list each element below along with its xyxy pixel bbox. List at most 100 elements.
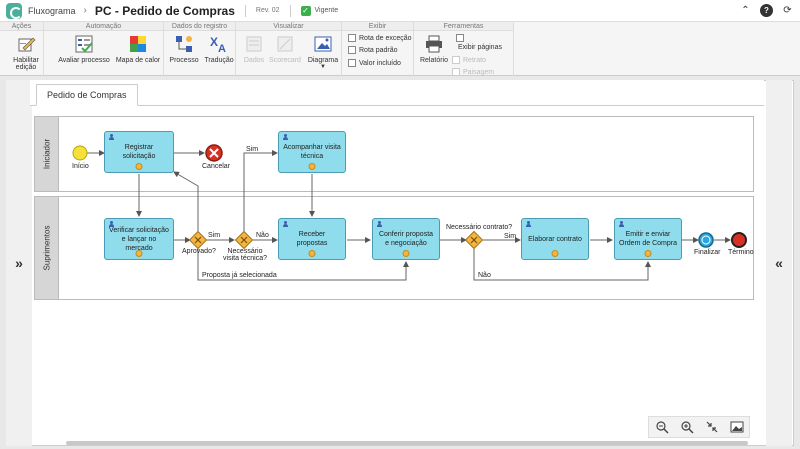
task-receber-propostas[interactable]: Receber propostas bbox=[278, 218, 346, 260]
svg-text:A: A bbox=[218, 43, 226, 54]
top-header: Fluxograma › PC - Pedido de Compras Rev.… bbox=[0, 0, 800, 22]
gateway-contrato-icon[interactable] bbox=[464, 230, 484, 250]
end-event-icon[interactable] bbox=[731, 232, 747, 248]
user-icon bbox=[108, 134, 115, 141]
app-logo-icon[interactable] bbox=[6, 2, 22, 19]
relatorio-label: Relatório bbox=[419, 57, 448, 64]
dados-button[interactable]: Dados bbox=[238, 34, 270, 64]
export-image-icon[interactable] bbox=[730, 420, 744, 434]
collapse-up-icon[interactable]: ⌃ bbox=[741, 5, 750, 16]
group-title: Ações bbox=[0, 22, 43, 31]
task-label: Acompanhar visita técnica bbox=[283, 144, 341, 160]
group-visualizar: Visualizar Dados Scorecard Diagrama ▼ bbox=[236, 22, 342, 76]
page-portrait-icon bbox=[452, 56, 460, 64]
rota-padrao-checkbox[interactable]: Rota padrão bbox=[348, 46, 398, 54]
zoom-out-icon[interactable] bbox=[655, 420, 669, 434]
chevron-right-icon: › bbox=[83, 5, 87, 16]
avaliar-processo-label: Avaliar processo bbox=[58, 57, 110, 64]
tab-pedido-de-compras[interactable]: Pedido de Compras bbox=[36, 84, 138, 106]
diagrama-button[interactable]: Diagrama ▼ bbox=[306, 34, 340, 70]
start-event-icon[interactable] bbox=[72, 145, 88, 161]
rota-excecao-label: Rota de exceção bbox=[359, 34, 412, 42]
flow-line bbox=[473, 248, 651, 281]
task-registrar-solicitacao[interactable]: Registrar solicitação bbox=[104, 131, 174, 173]
checkbox[interactable] bbox=[348, 46, 356, 54]
printer-icon bbox=[424, 34, 444, 54]
expand-right-icon[interactable]: « bbox=[766, 80, 792, 446]
process-diagram: Iniciador Suprimentos bbox=[34, 116, 754, 302]
fit-to-screen-icon[interactable] bbox=[705, 420, 719, 434]
divider bbox=[244, 4, 246, 17]
rota-excecao-checkbox[interactable]: Rota de exceção bbox=[348, 34, 412, 42]
scorecard-button[interactable]: Scorecard bbox=[268, 34, 302, 64]
finalizar-event-icon[interactable] bbox=[698, 232, 714, 248]
horizontal-scrollbar[interactable] bbox=[66, 441, 748, 445]
task-label: Receber propostas bbox=[296, 231, 328, 247]
inicio-label: Início bbox=[72, 163, 89, 170]
finalizar-label: Finalizar bbox=[694, 249, 721, 256]
status-badge: Vigente bbox=[314, 7, 339, 14]
user-icon bbox=[618, 221, 625, 228]
necessario-contrato-label: Necessário contrato? bbox=[446, 224, 513, 231]
task-emitir-ordem[interactable]: Emitir e enviar Ordem de Compra bbox=[614, 218, 682, 260]
flow-label-nao: Não bbox=[256, 232, 269, 239]
retrato-option[interactable]: Retrato bbox=[452, 56, 486, 64]
task-elaborar-contrato[interactable]: Elaborar contrato bbox=[521, 218, 589, 260]
breadcrumb-fluxograma[interactable]: Fluxograma bbox=[28, 5, 76, 16]
group-acoes: Ações Habilitar edição bbox=[0, 22, 44, 76]
subprocess-marker-icon bbox=[308, 250, 316, 257]
check-icon: ✓ bbox=[300, 5, 311, 16]
task-acompanhar-visita[interactable]: Acompanhar visita técnica bbox=[278, 131, 346, 173]
flow-label-sim: Sim bbox=[246, 146, 259, 153]
task-label: Verificar solicitação e lançar no mercad… bbox=[109, 226, 169, 252]
task-conferir-proposta[interactable]: Conferir proposta e negociação bbox=[372, 218, 440, 260]
user-icon bbox=[282, 134, 289, 141]
checkbox[interactable] bbox=[348, 34, 356, 42]
ribbon-toolbar: Ações Habilitar edição Automação Avaliar… bbox=[0, 22, 800, 76]
scorecard-label: Scorecard bbox=[269, 57, 301, 64]
group-title: Dados do registro bbox=[164, 22, 235, 31]
gateway-aprovado-icon[interactable] bbox=[188, 230, 208, 250]
subprocess-marker-icon bbox=[135, 163, 143, 170]
valor-incluido-checkbox[interactable]: Valor incluído bbox=[348, 59, 401, 67]
retrato-label: Retrato bbox=[463, 56, 486, 64]
habilitar-edicao-button[interactable]: Habilitar edição bbox=[4, 34, 48, 71]
mapa-de-calor-label: Mapa de calor bbox=[115, 57, 161, 64]
flow-label-sim: Sim bbox=[504, 233, 517, 240]
flow-line bbox=[173, 171, 199, 232]
avaliar-processo-button[interactable]: Avaliar processo bbox=[56, 34, 112, 64]
expand-left-icon[interactable]: » bbox=[6, 80, 32, 446]
task-verificar-solicitacao[interactable]: Verificar solicitação e lançar no mercad… bbox=[104, 218, 174, 260]
flow-label-proposta-selecionada: Proposta já selecionada bbox=[202, 272, 277, 279]
flow-label-nao: Não bbox=[478, 272, 491, 279]
lane-header: Iniciador bbox=[35, 117, 59, 191]
cancelar-label: Cancelar bbox=[202, 163, 231, 170]
checkbox[interactable] bbox=[348, 59, 356, 67]
page-title: PC - Pedido de Compras bbox=[94, 3, 235, 18]
processo-button[interactable]: Processo bbox=[166, 34, 202, 64]
group-automacao: Automação Avaliar processo Mapa de calor bbox=[44, 22, 164, 76]
mapa-de-calor-button[interactable]: Mapa de calor bbox=[114, 34, 162, 64]
checkbox[interactable] bbox=[456, 34, 464, 42]
refresh-icon[interactable]: ⟳ bbox=[783, 5, 792, 16]
user-icon bbox=[282, 221, 289, 228]
zoom-in-icon[interactable] bbox=[680, 420, 694, 434]
help-icon[interactable]: ? bbox=[760, 4, 773, 17]
processo-label: Processo bbox=[169, 57, 199, 64]
diagrama-label: Diagrama bbox=[307, 57, 339, 64]
paisagem-option[interactable]: Paisagem bbox=[452, 68, 494, 76]
group-title: Visualizar bbox=[236, 22, 341, 31]
exibir-paginas-text: Exibir páginas bbox=[458, 44, 502, 51]
gateway-visita-icon[interactable] bbox=[234, 230, 254, 250]
revision-label: Rev. 02 bbox=[255, 7, 280, 14]
rota-padrao-label: Rota padrão bbox=[359, 46, 398, 54]
user-icon bbox=[376, 221, 383, 228]
exibir-paginas-checkbox[interactable] bbox=[456, 34, 467, 42]
lane-header: Suprimentos bbox=[35, 197, 59, 299]
group-title: Ferramentas bbox=[414, 22, 513, 31]
relatorio-button[interactable]: Relatório bbox=[418, 34, 450, 64]
aprovado-label: Aprovado? bbox=[182, 248, 216, 255]
svg-text:X: X bbox=[210, 35, 218, 49]
